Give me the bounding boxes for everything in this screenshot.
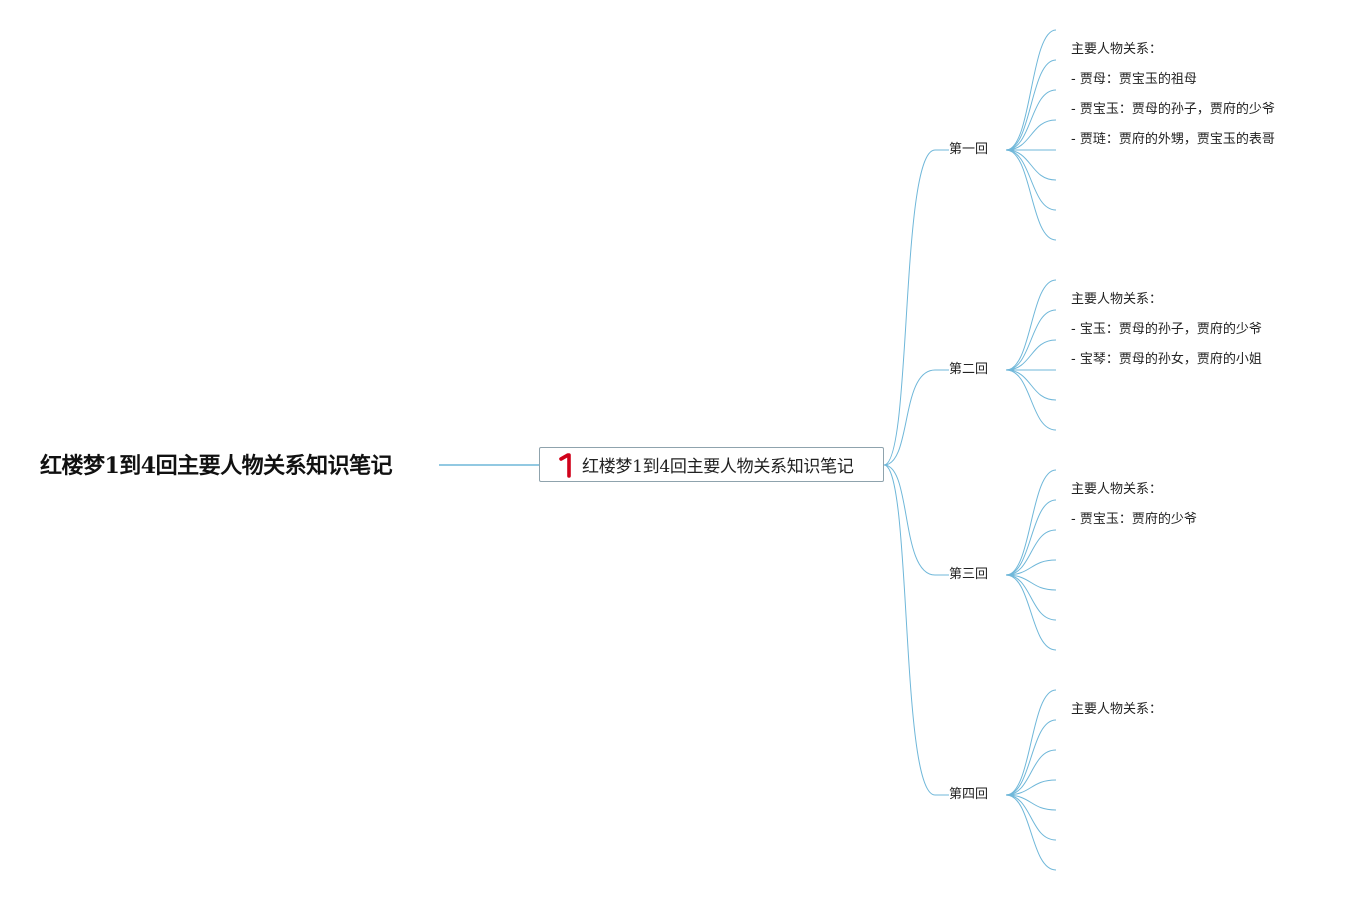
leaf-node[interactable]: 主要人物关系：: [1071, 702, 1163, 717]
leaf-connector: [1005, 794, 1057, 811]
leaf-connector: [1005, 574, 1057, 621]
leaf-connector: [1005, 279, 1057, 371]
leaf-node[interactable]: 主要人物关系：: [1071, 292, 1163, 307]
leaf-node[interactable]: 主要人物关系：: [1071, 42, 1163, 57]
leaf-connector: [1005, 794, 1057, 841]
leaf-connector: [1005, 369, 1057, 401]
leaf-connector: [1005, 749, 1057, 796]
leaf-connector: [1005, 779, 1057, 796]
chapter-connector: [883, 369, 949, 466]
chapter-node[interactable]: 第二回: [949, 362, 989, 377]
leaf-node[interactable]: - 贾宝玉：贾府的少爷: [1071, 512, 1197, 527]
leaf-connector: [1005, 149, 1057, 181]
leaf-connector: [1005, 529, 1057, 576]
leaf-connector: [1005, 469, 1057, 576]
leaf-connector: [1005, 149, 1057, 241]
chapter-connector: [883, 464, 949, 576]
chapter-connector: [883, 464, 949, 796]
chapter-node[interactable]: 第四回: [949, 787, 989, 802]
chapter-connector: [883, 149, 949, 466]
leaf-connector: [1005, 309, 1057, 371]
leaf-node[interactable]: - 贾母：贾宝玉的祖母: [1071, 72, 1197, 87]
leaf-connector: [1005, 149, 1057, 211]
leaf-connector: [1005, 89, 1057, 151]
leaf-node[interactable]: - 宝玉：贾母的孙子，贾府的少爷: [1071, 322, 1262, 337]
chapter-node[interactable]: 第一回: [949, 142, 989, 157]
central-topic-label: 红楼梦1到4回主要人物关系知识笔记: [582, 457, 854, 477]
leaf-connector: [1005, 29, 1057, 151]
leaf-connector: [1005, 574, 1057, 651]
leaf-node[interactable]: - 宝琴：贾母的孙女，贾府的小姐: [1071, 352, 1262, 367]
leaf-connector: [1005, 574, 1057, 591]
leaf-connector: [1005, 339, 1057, 371]
leaf-connector: [1005, 689, 1057, 796]
leaf-node[interactable]: - 贾宝玉：贾母的孙子，贾府的少爷: [1071, 102, 1275, 117]
leaf-connector: [1005, 719, 1057, 796]
page-title: 红楼梦1到4回主要人物关系知识笔记: [40, 453, 393, 479]
leaf-connector: [1005, 559, 1057, 576]
leaf-node[interactable]: 主要人物关系：: [1071, 482, 1163, 497]
leaf-connector: [1005, 499, 1057, 576]
leaf-connector: [1005, 59, 1057, 151]
number-one-icon: [559, 452, 571, 478]
leaf-connector: [1005, 794, 1057, 871]
leaf-connector: [1005, 369, 1057, 431]
chapter-node[interactable]: 第三回: [949, 567, 989, 582]
leaf-node[interactable]: - 贾琏：贾府的外甥，贾宝玉的表哥: [1071, 132, 1275, 147]
leaf-connector: [1005, 119, 1057, 151]
central-topic-node[interactable]: 红楼梦1到4回主要人物关系知识笔记: [539, 447, 884, 482]
